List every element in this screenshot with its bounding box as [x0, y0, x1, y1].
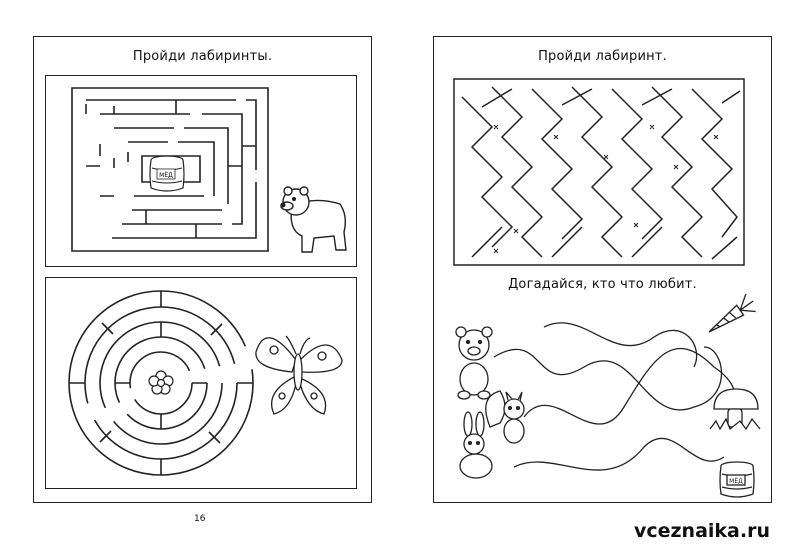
mushroom-icon: [709, 388, 761, 431]
right-page: Пройди лабиринт. Догадайся, кто что люби…: [433, 36, 772, 503]
carrot-icon: [708, 293, 756, 333]
circular-maze-panel: [45, 277, 357, 489]
honey-label: МЁД: [159, 172, 173, 179]
rabbit-icon: [459, 411, 493, 479]
right-page-title: Пройди лабиринт.: [538, 49, 667, 64]
butterfly-icon: [255, 335, 343, 415]
honey-barrel-icon: МЁД: [149, 155, 185, 192]
matching-lines-area[interactable]: МЁД: [434, 293, 771, 498]
honey-barrel-icon: МЁД: [719, 461, 755, 498]
bear-icon: [280, 186, 347, 253]
left-page-title: Пройди лабиринты.: [132, 49, 273, 64]
square-maze-panel: МЁД: [45, 75, 357, 267]
left-page: Пройди лабиринты. МЁД: [33, 36, 372, 503]
squirrel-icon: [485, 390, 525, 444]
square-maze[interactable]: МЁД: [46, 76, 356, 266]
honey-label: МЁД: [729, 478, 743, 485]
circular-maze[interactable]: [46, 278, 356, 488]
watermark: vceznaika.ru: [633, 520, 770, 542]
right-page-subtitle: Догадайся, кто что любит.: [508, 277, 697, 292]
bear-icon: [455, 326, 493, 400]
diagonal-maze[interactable]: [452, 77, 746, 267]
page-number: 16: [194, 514, 206, 524]
flower-icon: [148, 370, 174, 395]
